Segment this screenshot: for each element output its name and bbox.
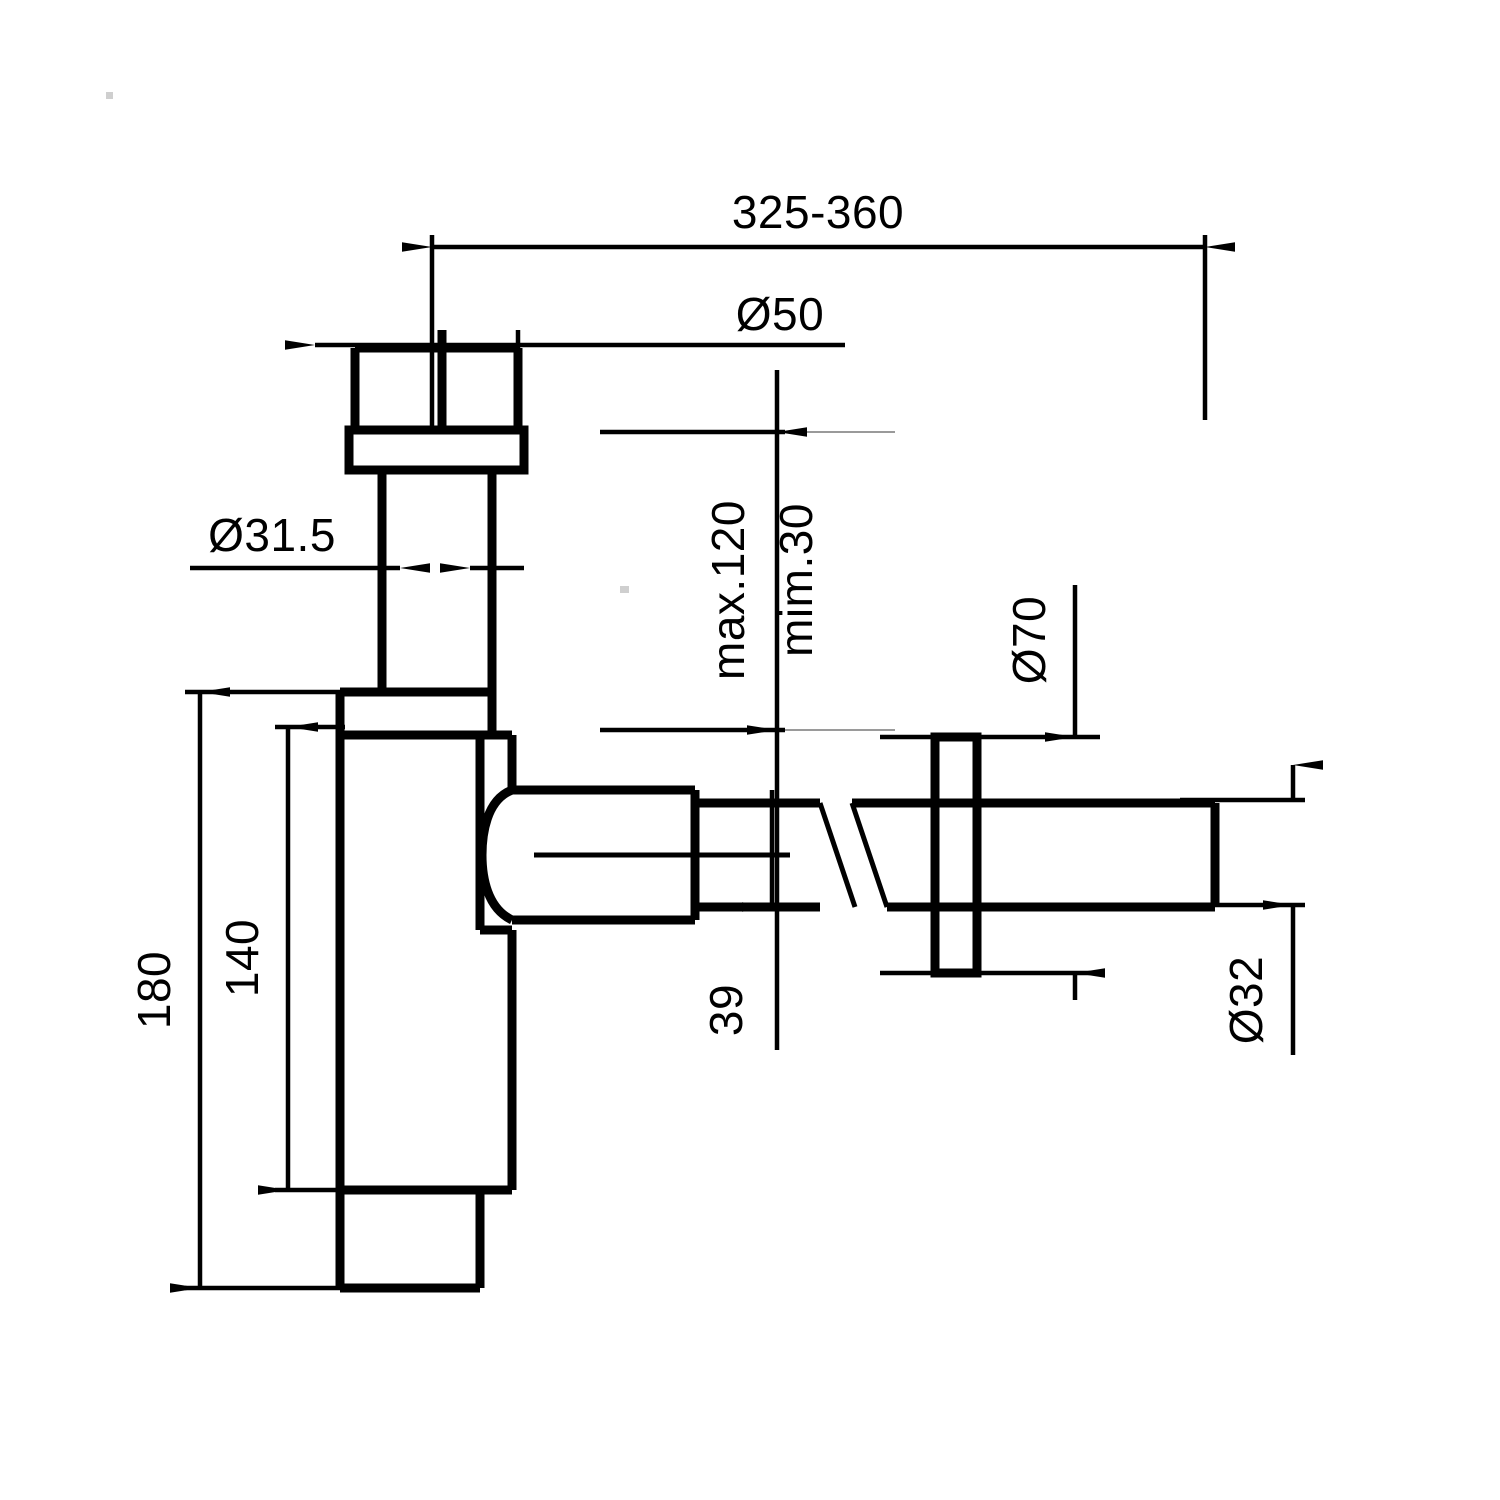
dim-label-outlet-pipe-diameter: Ø32 <box>1220 956 1272 1044</box>
dimension-outlet-pipe-diameter: Ø32 <box>1180 760 1323 1055</box>
dim-label-overall-length: 325-360 <box>732 186 904 238</box>
dimension-inlet-flange-diameter: Ø50 <box>285 288 845 360</box>
pipe-break-symbol <box>817 802 890 908</box>
outlet-pipe-right <box>852 798 1220 912</box>
dim-label-total-height: 180 <box>128 951 180 1029</box>
inlet-tube-lower <box>377 470 497 692</box>
dim-label-wall-flange-diameter: Ø70 <box>1003 596 1055 684</box>
dim-label-outlet-offset: 39 <box>700 984 752 1036</box>
dimension-outlet-offset: 39 <box>640 790 782 1036</box>
scan-speck <box>620 586 629 593</box>
dim-label-drop-max: max.120 <box>702 500 754 680</box>
trap-geometry <box>335 330 1220 1293</box>
dimension-body-height: 140 <box>216 722 345 1195</box>
dimension-inlet-tube-diameter: Ø31.5 <box>190 509 524 573</box>
dimension-total-height: 180 <box>128 687 345 1293</box>
dimension-drop-range: max.120 mim.30 <box>600 370 895 1050</box>
dimension-overall-length: 325-360 <box>402 186 1235 432</box>
dim-label-inlet-flange-diameter: Ø50 <box>736 288 824 340</box>
trap-bottom-cup <box>335 1190 485 1293</box>
scan-speck <box>106 92 113 99</box>
dimension-wall-flange-diameter: Ø70 <box>880 585 1105 1000</box>
inlet-flange-collar <box>344 425 529 475</box>
dim-label-body-height: 140 <box>216 919 268 997</box>
dim-label-drop-min: mim.30 <box>770 503 822 657</box>
dim-label-inlet-tube-diameter: Ø31.5 <box>208 509 336 561</box>
